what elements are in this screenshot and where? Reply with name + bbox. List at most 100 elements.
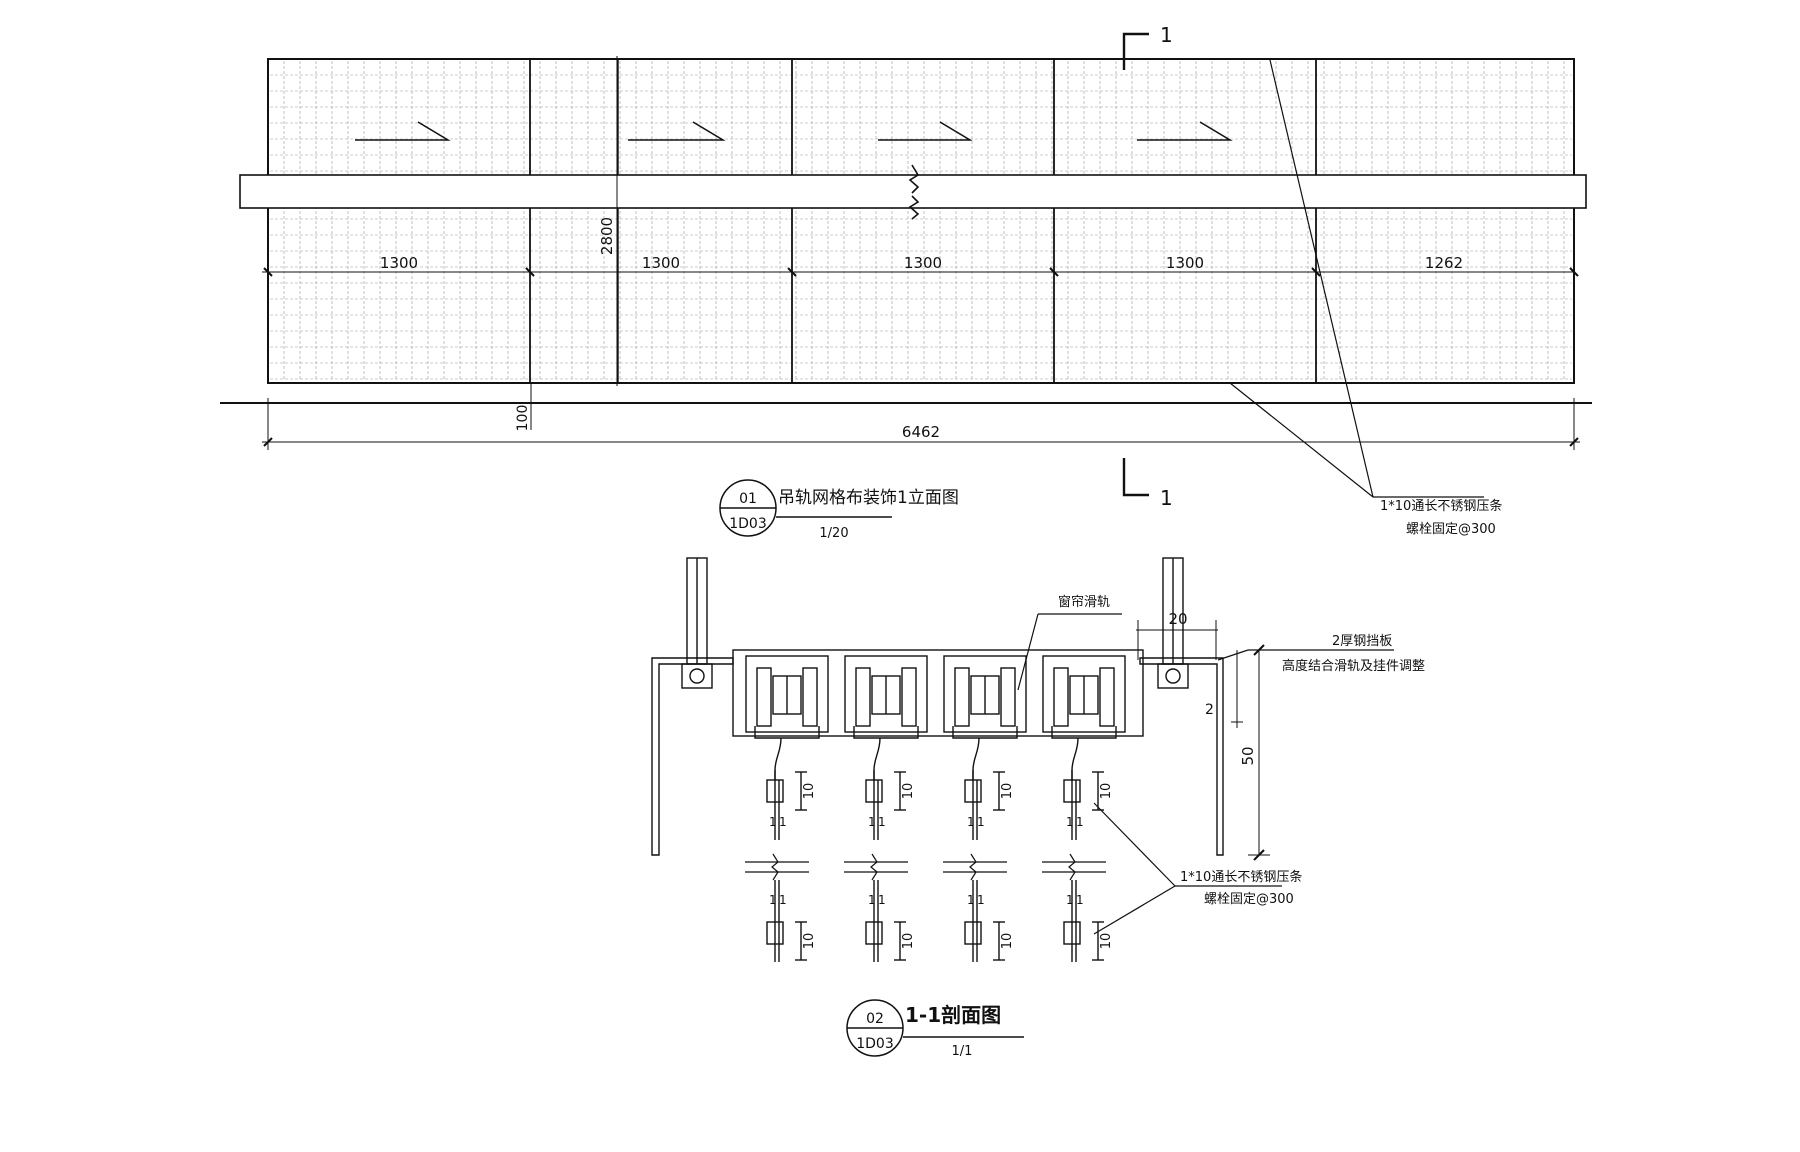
strip-dim-upper: 1 bbox=[868, 815, 876, 829]
section-badge-bottom: 1D03 bbox=[856, 1036, 894, 1052]
section-callout-line1: 1*10通长不锈钢压条 bbox=[1180, 869, 1302, 885]
strip-dim-lower-b: 1 bbox=[977, 893, 985, 907]
elevation-title-block bbox=[719, 479, 892, 537]
rail-carrier bbox=[943, 655, 1027, 962]
plate-label-line2: 高度结合滑轨及挂件调整 bbox=[1282, 658, 1425, 674]
elevation-title: 吊轨网格布装饰1立面图 bbox=[778, 488, 959, 508]
section-marker-bottom bbox=[1122, 458, 1149, 497]
carrier-wall-left bbox=[855, 667, 871, 727]
base-dimension: 100 bbox=[515, 405, 531, 432]
rail-label: 窗帘滑轨 bbox=[1058, 594, 1110, 610]
hanger-dim-10-lower: 10 bbox=[802, 933, 817, 950]
strip-dim-lower-b: 1 bbox=[779, 893, 787, 907]
hanger-hook bbox=[972, 737, 980, 780]
section-scale: 1/1 bbox=[952, 1044, 973, 1059]
mesh-grid bbox=[270, 61, 1572, 381]
strip-dim-upper-b: 1 bbox=[779, 815, 787, 829]
carrier-frame bbox=[1042, 655, 1126, 733]
carrier-wall-right bbox=[901, 667, 917, 727]
panel-width-3: 1300 bbox=[904, 254, 942, 272]
steel-plate-right bbox=[1139, 657, 1224, 856]
panel-dim-ticks bbox=[263, 267, 1579, 277]
strip-dim-upper: 1 bbox=[967, 815, 975, 829]
section-view bbox=[651, 557, 1394, 1057]
hanger-dim-10-lower: 10 bbox=[901, 933, 916, 950]
elevation-scale: 1/20 bbox=[819, 526, 848, 541]
carrier-wall-left bbox=[756, 667, 772, 727]
rail-housing bbox=[732, 649, 1144, 737]
panel-width-4: 1300 bbox=[1166, 254, 1204, 272]
section-dims bbox=[1136, 620, 1270, 861]
carrier-wall-right bbox=[802, 667, 818, 727]
elevation-callout-line1: 1*10通长不锈钢压条 bbox=[1380, 498, 1502, 514]
height-dimension: 2800 bbox=[598, 217, 616, 255]
strip-dim-upper: 1 bbox=[1066, 815, 1074, 829]
carrier-frame bbox=[745, 655, 829, 733]
break-lines bbox=[745, 853, 1106, 881]
rail-band bbox=[239, 164, 1587, 220]
carrier-base bbox=[1051, 726, 1117, 739]
strip-dim-lower: 1 bbox=[868, 893, 876, 907]
rail-carrier bbox=[1042, 655, 1126, 962]
elevation-view bbox=[220, 32, 1592, 537]
carrier-base bbox=[952, 726, 1018, 739]
carrier-frame bbox=[844, 655, 928, 733]
section-title-block bbox=[846, 999, 1024, 1057]
carrier-wall-right bbox=[1000, 667, 1016, 727]
panel-dividers bbox=[529, 59, 1317, 383]
height-dimension-50: 50 bbox=[1239, 746, 1257, 765]
break-zigzag bbox=[771, 853, 779, 881]
rail-carrier bbox=[844, 655, 928, 962]
section-marker-top bbox=[1122, 32, 1149, 70]
hanger-dim-10-upper: 10 bbox=[1000, 783, 1015, 800]
break-zigzag bbox=[969, 853, 977, 881]
panel-width-1: 1300 bbox=[380, 254, 418, 272]
elevation-frame bbox=[267, 58, 1575, 384]
break-zigzag bbox=[1068, 853, 1076, 881]
panel-width-2: 1300 bbox=[642, 254, 680, 272]
strip-dim-upper: 1 bbox=[769, 815, 777, 829]
rail-carrier bbox=[745, 655, 829, 962]
hanger-hook bbox=[1071, 737, 1079, 780]
section-leaders bbox=[1017, 613, 1394, 935]
carrier-frame bbox=[943, 655, 1027, 733]
carrier-base bbox=[853, 726, 919, 739]
rail-carriers bbox=[745, 655, 1126, 962]
elevation-callout-leaders bbox=[1229, 59, 1484, 498]
section-label-top: 1 bbox=[1160, 23, 1173, 47]
section-title: 1-1剖面图 bbox=[905, 1003, 1001, 1027]
carrier-wall-left bbox=[1053, 667, 1069, 727]
strip-dim-lower: 1 bbox=[967, 893, 975, 907]
strip-dim-lower: 1 bbox=[1066, 893, 1074, 907]
plate-label-line1: 2厚钢挡板 bbox=[1332, 634, 1392, 649]
hanger-dim-10-lower: 10 bbox=[1000, 933, 1015, 950]
section-badge-top: 02 bbox=[866, 1011, 884, 1027]
elevation-text: 1 1 1300 1300 1300 1300 1262 2800 100 64… bbox=[380, 23, 1502, 541]
top-dimension: 20 bbox=[1168, 610, 1187, 628]
strip-dim-upper-b: 1 bbox=[977, 815, 985, 829]
hanger-hook bbox=[873, 737, 881, 780]
hanger-dim-10-upper: 10 bbox=[1099, 783, 1114, 800]
strip-dim-upper-b: 1 bbox=[1076, 815, 1084, 829]
carrier-base bbox=[754, 726, 820, 739]
hanger-dim-10-upper: 10 bbox=[901, 783, 916, 800]
strip-dim-lower: 1 bbox=[769, 893, 777, 907]
section-label-bottom: 1 bbox=[1160, 486, 1173, 510]
panel-width-5: 1262 bbox=[1425, 254, 1463, 272]
total-dimension: 6462 bbox=[902, 423, 940, 441]
break-zigzag bbox=[870, 853, 878, 881]
strip-dim-upper-b: 1 bbox=[878, 815, 886, 829]
hanger-dim-10-upper: 10 bbox=[802, 783, 817, 800]
strip-dim-lower-b: 1 bbox=[1076, 893, 1084, 907]
elevation-callout-line2: 螺栓固定@300 bbox=[1406, 522, 1496, 537]
elevation-badge-top: 01 bbox=[739, 491, 757, 507]
section-text: 窗帘滑轨 20 2厚钢挡板 高度结合滑轨及挂件调整 2 50 1*10通长不锈钢… bbox=[769, 594, 1425, 1059]
section-callout-line2: 螺栓固定@300 bbox=[1204, 892, 1294, 907]
hanger-hook bbox=[774, 737, 782, 780]
carrier-wall-right bbox=[1099, 667, 1115, 727]
hanger-dim-10-lower: 10 bbox=[1099, 933, 1114, 950]
strip-dim-lower-b: 1 bbox=[878, 893, 886, 907]
elevation-badge-bottom: 1D03 bbox=[729, 516, 767, 532]
